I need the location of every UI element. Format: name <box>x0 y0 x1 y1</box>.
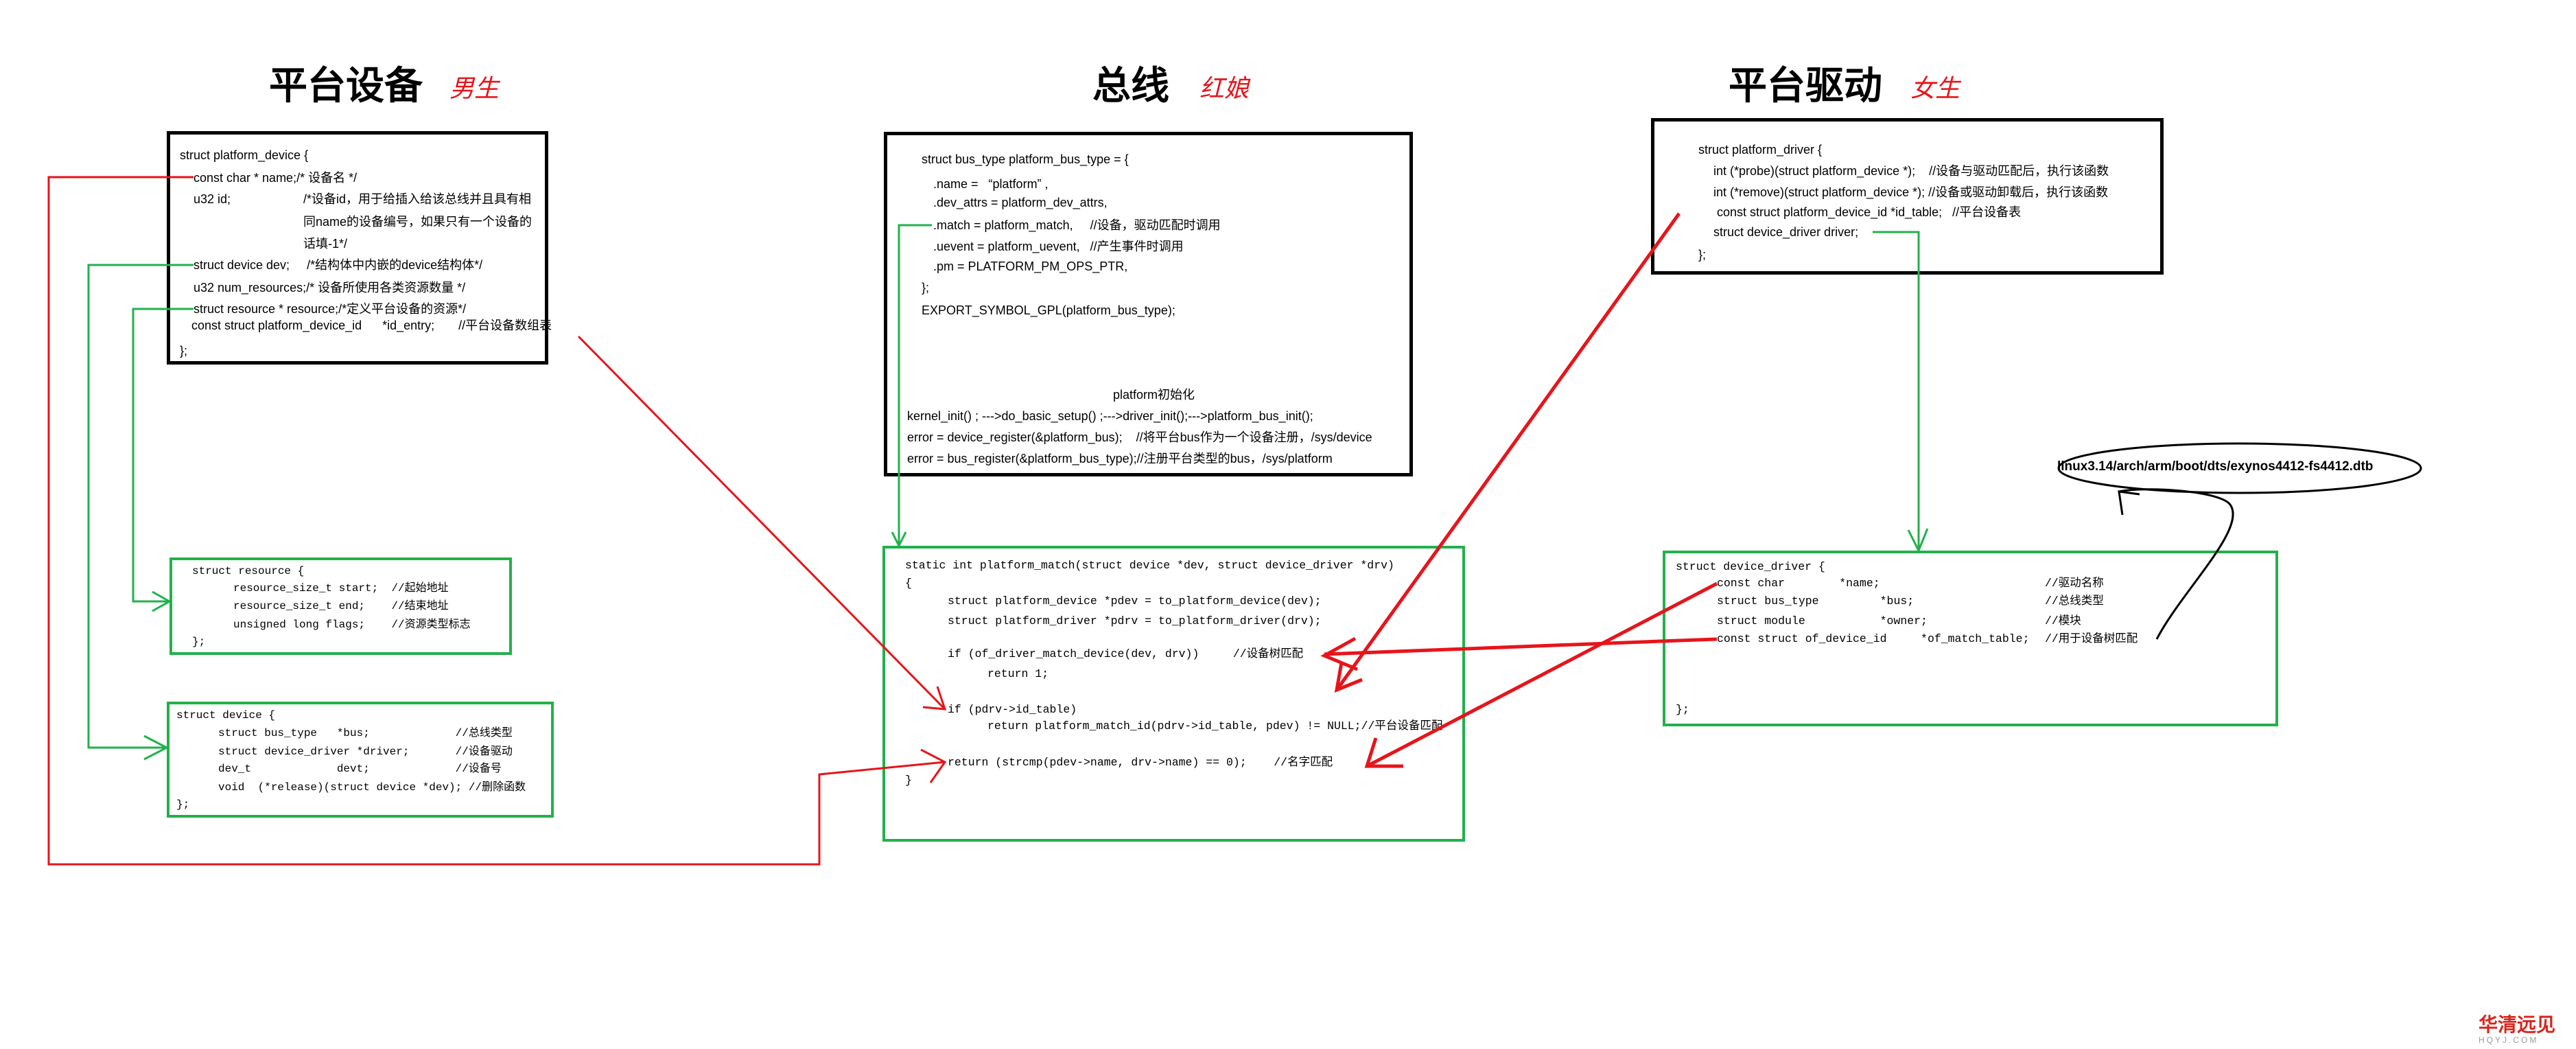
code-comment: 同name的设备编号，如果只有一个设备的 <box>303 215 532 229</box>
code-line: .dev_attrs = platform_dev_attrs, <box>933 196 1108 209</box>
code-line: struct platform_device { <box>180 148 309 162</box>
code-line: const char * name;/* 设备名 */ <box>194 171 358 185</box>
link-id-entry-to-id-table <box>577 335 946 711</box>
code-line: }; <box>1676 703 1689 716</box>
code-line: return (strcmp(pdev->name, drv->name) ==… <box>948 756 1333 769</box>
code-comment: //总线类型 <box>2045 595 2104 608</box>
code-comment: //驱动名称 <box>2045 577 2104 590</box>
arrowhead-icon <box>2118 490 2140 516</box>
code-line: static int platform_match(struct device … <box>905 559 1394 572</box>
code-line: struct platform_driver *pdrv = to_platfo… <box>948 614 1322 627</box>
platform-driver-box <box>1651 118 2164 275</box>
code-line: resource_size_t end; //结束地址 <box>233 600 449 612</box>
code-line: }; <box>176 798 190 811</box>
code-line: struct bus_type *bus; //总线类型 <box>218 727 513 739</box>
code-comment: 话填-1*/ <box>303 237 348 251</box>
link-match-to-platform-match <box>898 224 932 546</box>
code-line: struct device dev; /*结构体中内嵌的device结构体*/ <box>194 258 483 272</box>
code-line: dev_t devt; //设备号 <box>218 763 502 775</box>
code-line: struct module *owner; <box>1717 614 1928 627</box>
code-line: .pm = PLATFORM_PM_OPS_PTR, <box>933 260 1128 273</box>
code-line: const char *name; <box>1717 577 1880 590</box>
code-line: }; <box>180 344 188 358</box>
code-line: error = bus_register(&platform_bus_type)… <box>907 452 1333 465</box>
arrowhead-icon <box>143 735 169 761</box>
arrowhead-icon <box>152 590 172 612</box>
code-line: struct resource * resource;/*定义平台设备的资源*/ <box>194 302 467 316</box>
arrowhead-icon <box>1320 636 1358 671</box>
code-line: error = device_register(&platform_bus); … <box>907 430 1372 444</box>
code-comment: //模块 <box>2045 614 2081 627</box>
code-line: struct device_driver *driver; //设备驱动 <box>218 746 513 758</box>
arrowhead-icon <box>1907 528 1929 553</box>
code-line: } <box>905 774 912 787</box>
code-line: EXPORT_SYMBOL_GPL(platform_bus_type); <box>922 303 1175 317</box>
dtb-ellipse <box>2057 442 2422 494</box>
dtb-path-label: linux3.14/arch/arm/boot/dts/exynos4412-f… <box>2057 459 2374 474</box>
link-of-match-to-dtb <box>2118 488 2234 640</box>
link-of-match-to-devicetree <box>1324 637 1718 656</box>
resource-box <box>169 557 512 655</box>
code-line: struct device_driver driver; <box>1713 225 1859 239</box>
link-drv-name-to-strcmp <box>1366 581 1718 768</box>
code-line: u32 id; <box>194 192 231 206</box>
title-platform-driver: 平台驱动 <box>1729 64 1882 108</box>
code-line: const struct platform_device_id *id_entr… <box>191 319 552 332</box>
link-driver-to-device-driver <box>1873 231 1920 551</box>
code-line: if (of_driver_match_device(dev, drv)) //… <box>948 647 1304 660</box>
arrowhead-icon <box>1334 662 1363 693</box>
bus-init-heading: platform初始化 <box>1113 388 1195 402</box>
code-line: const struct platform_device_id *id_tabl… <box>1717 205 2022 219</box>
code-line: }; <box>192 636 206 648</box>
code-line: kernel_init() ; --->do_basic_setup() ;--… <box>907 409 1313 423</box>
code-line: .match = platform_match, //设备，驱动匹配时调用 <box>933 218 1221 232</box>
code-comment: //用于设备树匹配 <box>2045 632 2138 645</box>
arrowhead-icon <box>920 748 947 783</box>
code-line: struct platform_device *pdev = to_platfo… <box>948 595 1322 608</box>
device-driver-box <box>1663 551 2278 726</box>
arrowhead-icon <box>891 531 907 549</box>
role-driver: 女生 <box>1910 75 1960 103</box>
code-line: struct device_driver { <box>1676 560 1825 573</box>
platform-device-box <box>167 131 548 365</box>
watermark-name: 华清远见 <box>2479 1013 2556 1036</box>
watermark-url: HQYJ.COM <box>2479 1035 2539 1045</box>
device-box <box>167 702 554 818</box>
code-line: return 1; <box>987 667 1049 680</box>
code-line: .uevent = platform_uevent, //产生事件时调用 <box>933 240 1184 253</box>
title-platform-device: 平台设备 <box>269 64 423 108</box>
code-line: void (*release)(struct device *dev); //删… <box>218 781 526 794</box>
role-bus: 红娘 <box>1199 75 1250 103</box>
link-resource-to-resource <box>132 308 194 603</box>
arrowhead-icon <box>922 686 947 711</box>
code-line: int (*probe)(struct platform_device *); … <box>1713 164 2109 178</box>
code-line: struct resource { <box>192 565 305 577</box>
code-comment: /*设备id，用于给插入给该总线并且具有相 <box>303 192 532 206</box>
platform-match-box <box>882 546 1465 842</box>
link-dev-to-device <box>87 264 194 749</box>
code-line: .name = “platform” , <box>933 177 1049 191</box>
code-line: }; <box>1698 248 1707 262</box>
title-bus: 总线 <box>1092 64 1169 108</box>
bus-type-box <box>884 132 1413 476</box>
code-line: int (*remove)(struct platform_device *);… <box>1713 185 2109 199</box>
arrowhead-icon <box>1364 737 1403 768</box>
code-line: const struct of_device_id *of_match_tabl… <box>1717 632 2030 645</box>
link-name-to-strcmp <box>47 176 946 866</box>
code-line: if (pdrv->id_table) <box>948 703 1077 716</box>
code-line: struct platform_driver { <box>1698 143 1823 157</box>
code-line: return platform_match_id(pdrv->id_table,… <box>987 719 1443 733</box>
code-line: unsigned long flags; //资源类型标志 <box>233 619 471 631</box>
code-line: u32 num_resources;/* 设备所使用各类资源数量 */ <box>194 281 466 295</box>
code-line: resource_size_t start; //起始地址 <box>233 582 449 595</box>
watermark-logo: 华清远见 HQYJ.COM <box>2479 1015 2575 1048</box>
code-line: struct bus_type *bus; <box>1717 595 1915 608</box>
code-line: struct bus_type platform_bus_type = { <box>922 152 1129 166</box>
code-line: }; <box>922 281 930 295</box>
role-device: 男生 <box>449 75 500 103</box>
code-line: struct device { <box>176 709 276 722</box>
code-line: { <box>905 577 912 590</box>
link-id-table-to-match-id <box>1335 212 1681 691</box>
